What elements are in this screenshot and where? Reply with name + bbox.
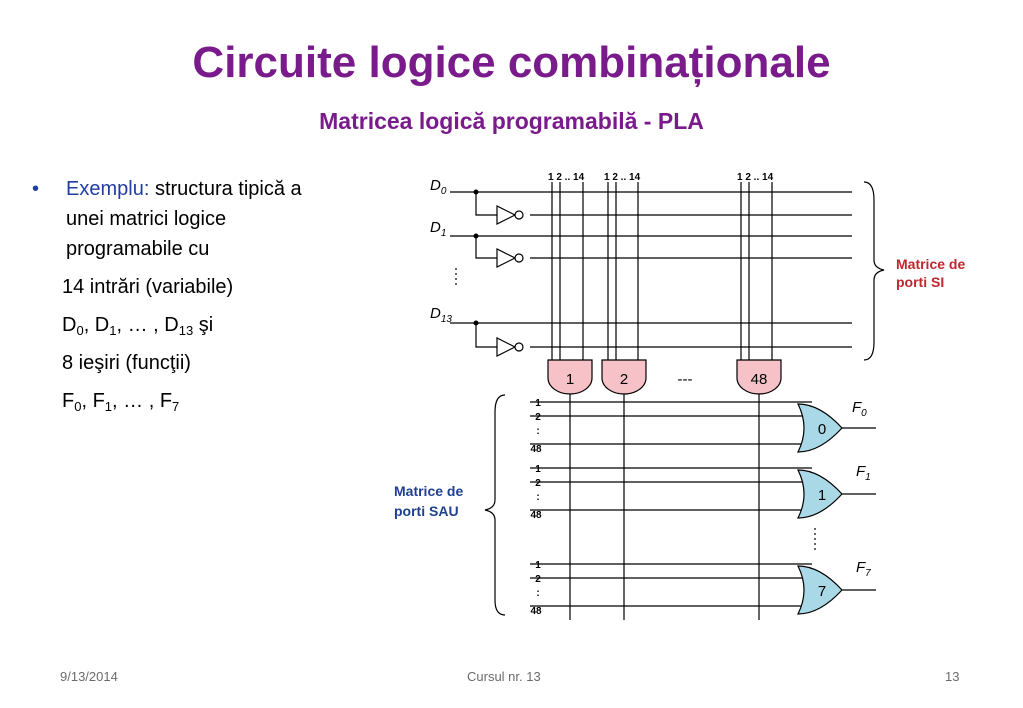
bullet-marker: • bbox=[32, 178, 40, 200]
or-gate-label: 0 bbox=[818, 421, 826, 438]
inputs-end: şi bbox=[193, 314, 214, 336]
inputs-mid: , … , D bbox=[116, 314, 179, 336]
slide-subtitle: Matricea logică programabilă - PLA bbox=[319, 108, 704, 134]
inputs-first-sub: 0 bbox=[76, 323, 84, 338]
inverter-gate bbox=[496, 337, 517, 357]
and-gate-label: 2 bbox=[620, 371, 628, 388]
inverter-gate bbox=[496, 205, 517, 225]
row-index-label: 48 bbox=[530, 510, 542, 521]
output-label-f1: F1 bbox=[856, 463, 871, 483]
text-content: • Exemplu: structura tipică a unei matri… bbox=[30, 174, 390, 416]
row-index-label: 2 bbox=[535, 412, 541, 423]
or-matrix bbox=[484, 394, 876, 616]
column-group-label: 1 2 .. 14 bbox=[548, 172, 585, 183]
row-index-label: : bbox=[536, 426, 539, 437]
outputs-second-sub: 1 bbox=[104, 399, 113, 414]
input-label-d13: D13 bbox=[430, 305, 452, 325]
outputs-list-line: F0, F1, … , F7 bbox=[30, 386, 390, 416]
and-gate-2 bbox=[601, 359, 647, 395]
outputs-mid: , … , F bbox=[112, 390, 173, 412]
and-gap-marker: --- bbox=[678, 371, 693, 388]
junction-dot bbox=[473, 320, 479, 326]
and-gate-label: 1 bbox=[566, 371, 574, 388]
or-matrix-label-2: porti SAU bbox=[394, 503, 459, 519]
row-index-label: 1 bbox=[535, 464, 541, 475]
row-index-label: 1 bbox=[535, 560, 541, 571]
output-label-f0: F0 bbox=[852, 399, 867, 419]
footer-course: Cursul nr. 13 bbox=[467, 669, 541, 684]
inputs-count: 14 intrări (variabile) bbox=[62, 276, 234, 298]
or-gate-7 bbox=[797, 565, 843, 615]
and-matrix-label-2: porti SI bbox=[896, 274, 944, 290]
row-index-label: : bbox=[536, 588, 539, 599]
outputs-second: , F bbox=[81, 390, 105, 412]
and-gates bbox=[547, 359, 782, 620]
row-index-label: 1 bbox=[535, 398, 541, 409]
input-label-d1: D1 bbox=[430, 219, 446, 239]
bullet-keyword: Exemplu: bbox=[66, 178, 150, 200]
column-group-label: 1 2 .. 14 bbox=[737, 172, 774, 183]
or-gate-label: 7 bbox=[818, 583, 826, 600]
or-gate-label: 1 bbox=[818, 487, 826, 504]
inverter-bubble bbox=[514, 342, 524, 352]
or-gate-1 bbox=[797, 469, 843, 519]
and-matrix bbox=[450, 181, 885, 361]
row-index-label: 2 bbox=[535, 478, 541, 489]
and-gate-label: 48 bbox=[751, 371, 768, 388]
outputs-first-sub: 0 bbox=[74, 399, 82, 414]
slide-title: Circuite logice combinaționale bbox=[192, 38, 831, 87]
junction-dot bbox=[473, 233, 479, 239]
inverters bbox=[496, 205, 524, 357]
inverter-bubble bbox=[514, 253, 524, 263]
inputs-last-sub: 13 bbox=[178, 323, 194, 338]
bullet-item: • Exemplu: structura tipică a unei matri… bbox=[30, 174, 390, 264]
inverter-gate bbox=[496, 248, 517, 268]
inverter-branch bbox=[475, 323, 497, 348]
junctions bbox=[473, 189, 479, 326]
outputs-first: F bbox=[62, 390, 75, 412]
inputs-list-line: D0, D1, … , D13 şi bbox=[30, 310, 390, 340]
bullet-text-2: unei matrici logice bbox=[66, 208, 227, 230]
and-matrix-brace bbox=[863, 181, 885, 361]
or-gate-0 bbox=[797, 403, 843, 453]
row-index-label: : bbox=[536, 492, 539, 503]
outputs-count-line: 8 ieşiri (funcţii) bbox=[30, 348, 390, 378]
footer-page-number: 13 bbox=[945, 669, 960, 684]
outputs-count: 8 ieşiri (funcţii) bbox=[62, 352, 191, 374]
bullet-text-1: structura tipică a bbox=[154, 178, 302, 200]
and-gate-1 bbox=[547, 359, 593, 395]
or-matrix-label-1: Matrice de bbox=[394, 483, 463, 499]
and-matrix-label-1: Matrice de bbox=[896, 256, 965, 272]
input-label-d0: D0 bbox=[430, 177, 447, 197]
inputs-second-sub: 1 bbox=[109, 323, 117, 338]
inverter-branch bbox=[475, 192, 497, 216]
outputs-last-sub: 7 bbox=[172, 399, 180, 414]
inputs-first: D bbox=[62, 314, 77, 336]
bullet-text-3: programabile cu bbox=[66, 238, 210, 260]
inputs-count-line: 14 intrări (variabile) bbox=[30, 272, 390, 302]
column-group-label: 1 2 .. 14 bbox=[604, 172, 641, 183]
inverter-branch bbox=[475, 236, 497, 259]
inverter-bubble bbox=[514, 210, 524, 220]
or-matrix-brace bbox=[484, 394, 506, 616]
footer-date: 9/13/2014 bbox=[60, 669, 118, 684]
or-gates bbox=[797, 403, 843, 615]
junction-dot bbox=[473, 189, 479, 195]
row-index-label: 48 bbox=[530, 606, 542, 617]
and-gate-48 bbox=[736, 359, 782, 395]
output-label-f7: F7 bbox=[856, 559, 871, 579]
pla-diagram: D0 D1 D13 1 2 .. 14 1 2 .. 14 1 2 .. 14 … bbox=[394, 172, 965, 620]
row-index-label: 2 bbox=[535, 574, 541, 585]
inputs-second: , D bbox=[83, 314, 110, 336]
row-index-label: 48 bbox=[530, 444, 542, 455]
